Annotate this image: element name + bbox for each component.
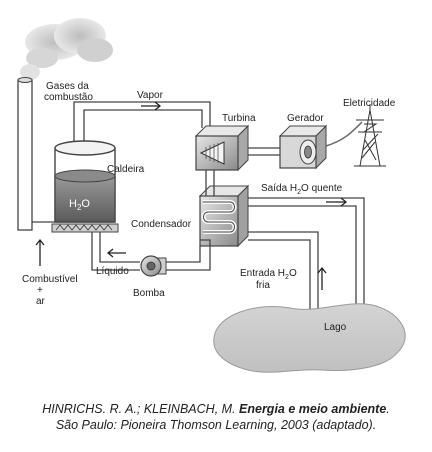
turbina-label: Turbina bbox=[222, 113, 256, 124]
power-plant-diagram: Gases da combustão Vapor Turbina Gerador… bbox=[17, 18, 406, 373]
ar-label: ar bbox=[36, 296, 46, 307]
vapor-arrow-icon bbox=[141, 101, 162, 111]
transmission-tower-icon bbox=[354, 104, 386, 167]
fria-label: fria bbox=[256, 280, 270, 291]
caption-publisher: São Paulo: Pioneira Thomson Learning, 20… bbox=[0, 418, 432, 432]
condenser bbox=[198, 184, 250, 248]
liquido-label: Líquido bbox=[96, 266, 129, 277]
lake bbox=[213, 303, 406, 373]
cold-water-pipe bbox=[248, 231, 319, 318]
h2o-boiler-label: H2O bbox=[69, 198, 90, 212]
entrada-label: Entrada H2O bbox=[240, 268, 297, 281]
eletricidade-label: Eletricidade bbox=[343, 98, 396, 109]
exhaust-pipe bbox=[205, 170, 215, 196]
turbine bbox=[194, 124, 250, 172]
caption-citation: HINRICHS. R. A.; KLEINBACH, M. Energia e… bbox=[0, 402, 432, 416]
condensador-label: Condensador bbox=[131, 219, 192, 230]
caption-period: . bbox=[386, 402, 390, 416]
caption-authors: HINRICHS. R. A.; KLEINBACH, M. bbox=[42, 402, 236, 416]
pump bbox=[140, 255, 167, 277]
bomba-label: Bomba bbox=[133, 288, 165, 299]
chimney bbox=[17, 77, 33, 231]
shaft bbox=[248, 147, 280, 156]
gerador-label: Gerador bbox=[287, 113, 324, 124]
smoke-cloud bbox=[20, 18, 113, 80]
hot-water-pipe bbox=[248, 197, 365, 312]
cold-water-arrow-icon bbox=[317, 266, 327, 290]
combustivel-label: Combustível bbox=[22, 274, 78, 285]
vapor-pipe bbox=[73, 101, 211, 150]
liquid-arrow-icon bbox=[106, 248, 126, 258]
liquid-pipe bbox=[91, 232, 211, 271]
boiler bbox=[54, 140, 116, 223]
plus-label: + bbox=[37, 285, 43, 296]
hot-water-arrow-icon bbox=[326, 197, 348, 207]
gases-label: Gases da bbox=[46, 81, 89, 92]
fuel-arrow-icon bbox=[35, 238, 45, 266]
lago-label: Lago bbox=[324, 322, 347, 333]
generator bbox=[278, 124, 328, 170]
caldeira-label: Caldeira bbox=[107, 164, 145, 175]
power-line bbox=[325, 121, 363, 147]
saida-label: Saída H2O quente bbox=[261, 183, 343, 196]
burner bbox=[51, 223, 119, 233]
caption-publisher-text: São Paulo: Pioneira Thomson Learning, 20… bbox=[55, 418, 377, 432]
caption-book-title: Energia e meio ambiente bbox=[239, 402, 387, 416]
vapor-label: Vapor bbox=[137, 90, 164, 101]
gases-label-2: combustão bbox=[44, 92, 93, 103]
